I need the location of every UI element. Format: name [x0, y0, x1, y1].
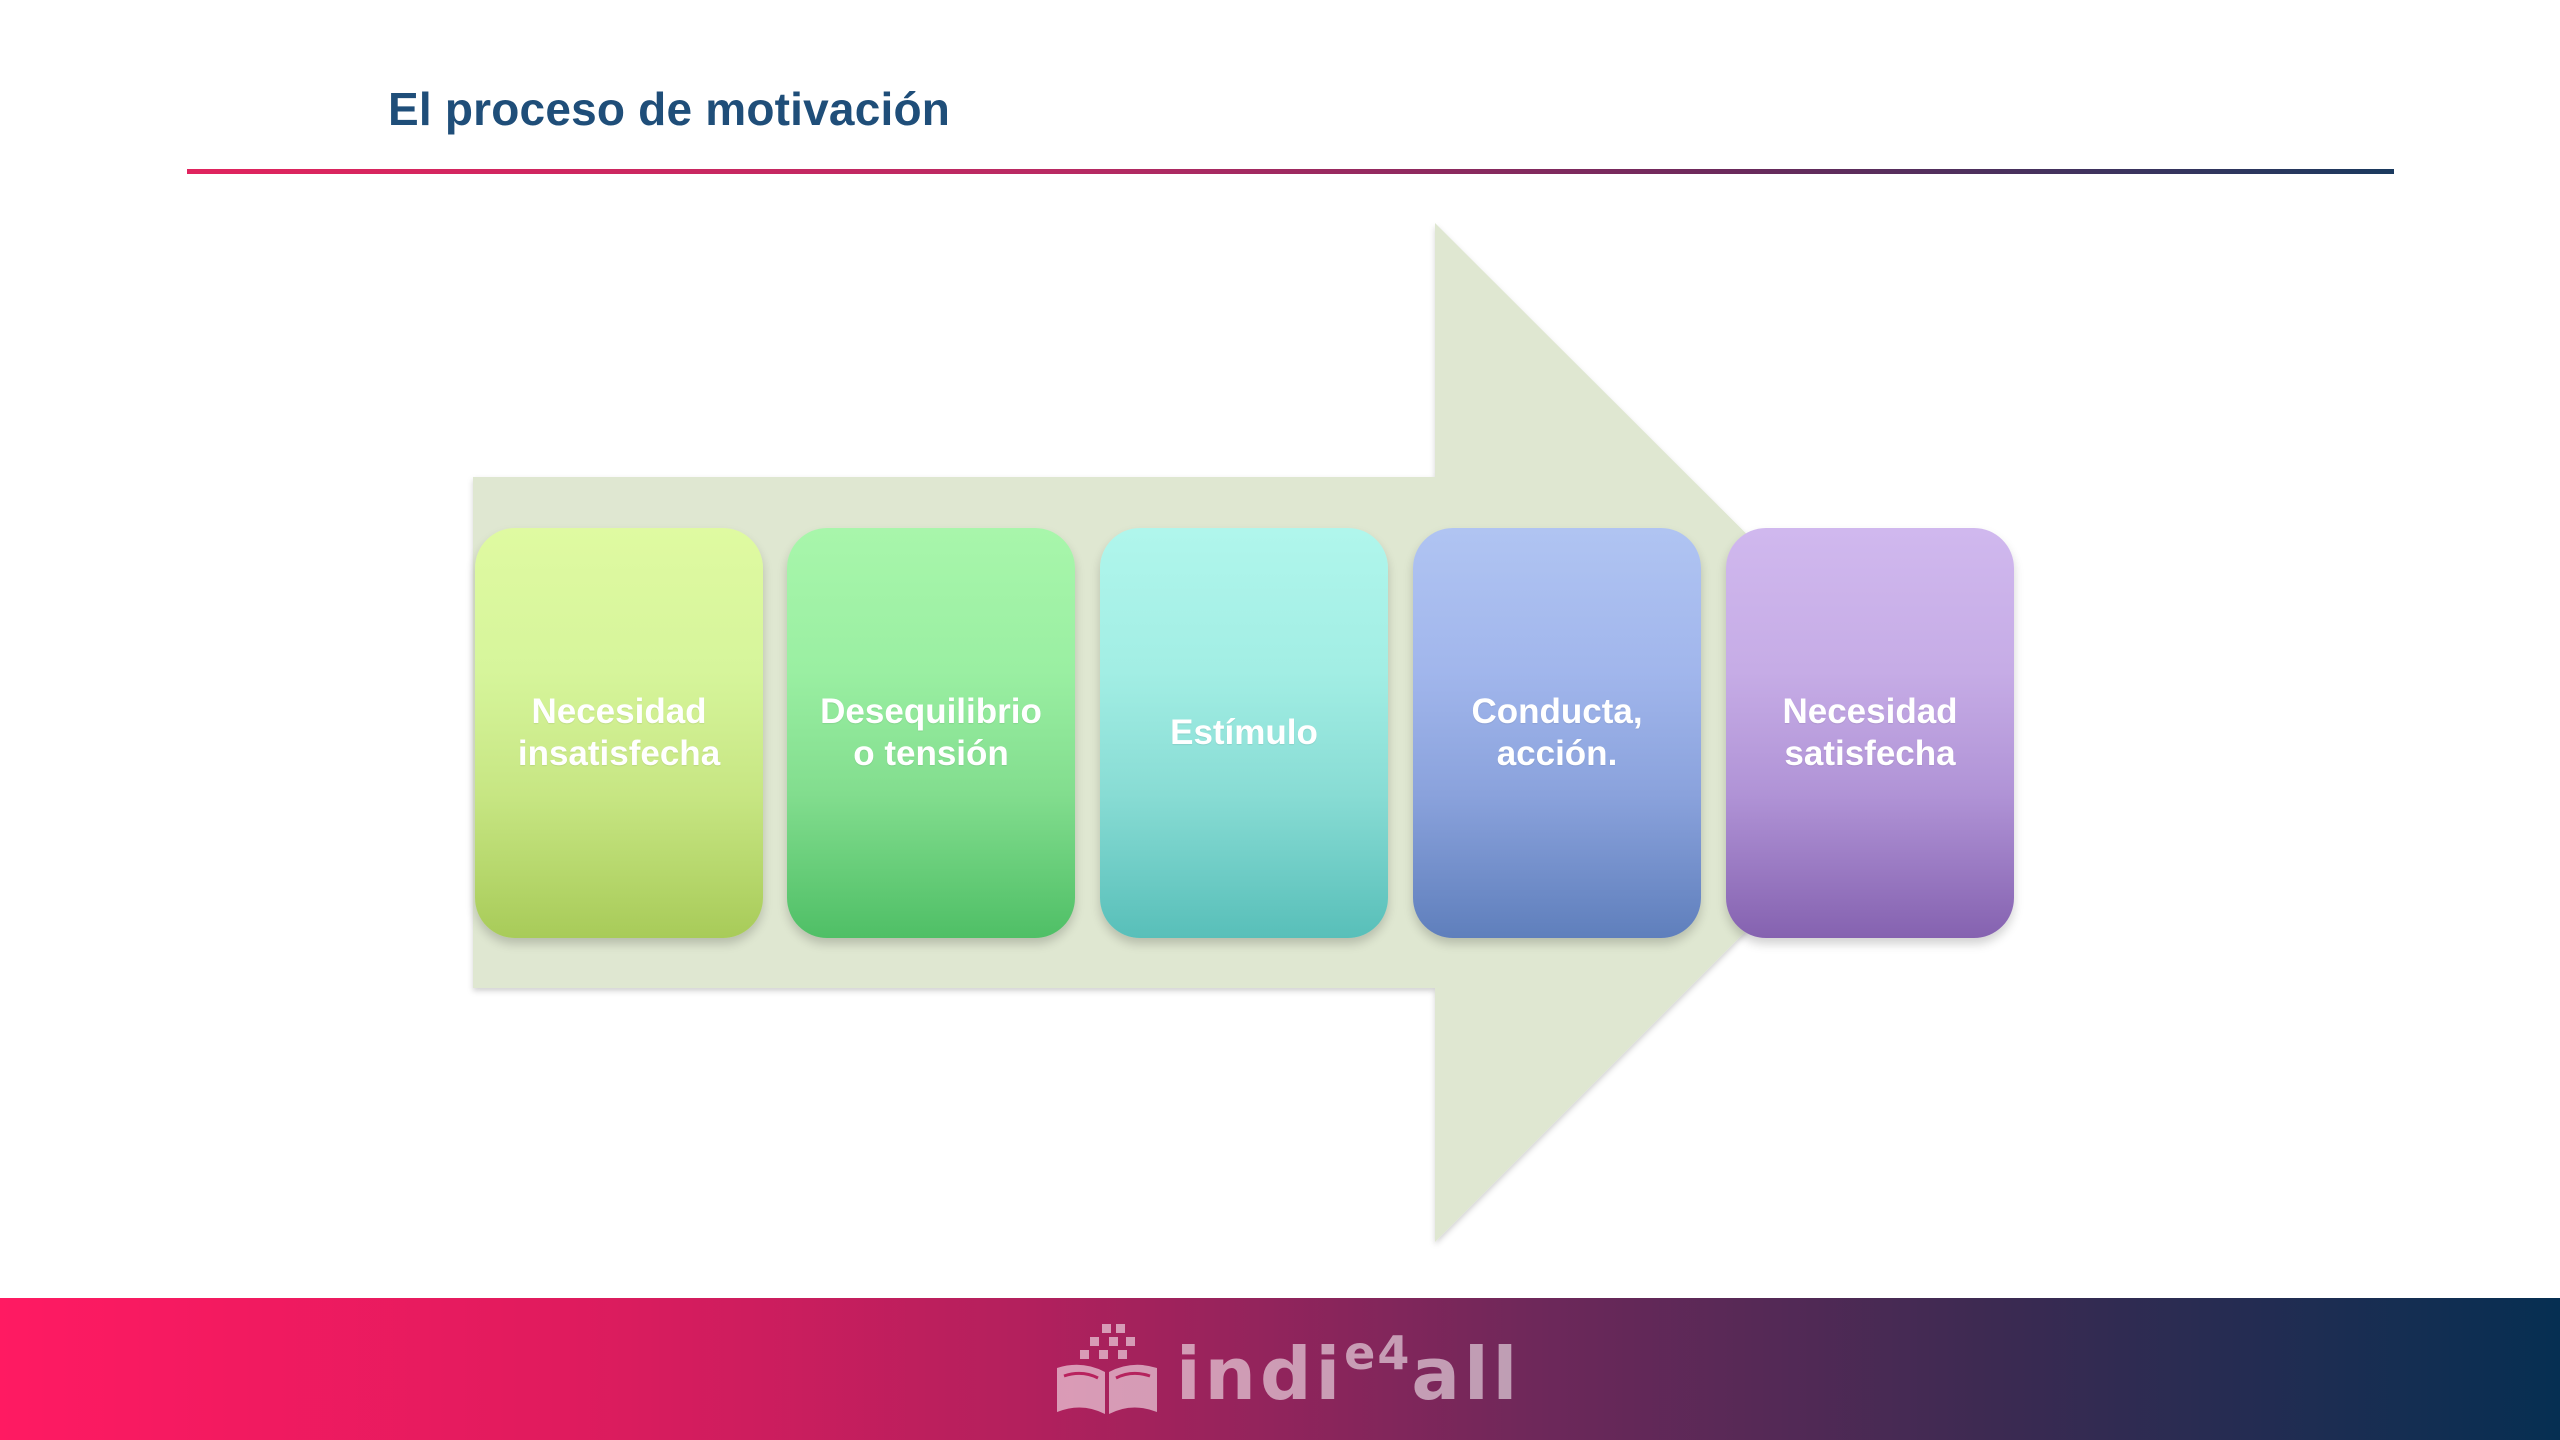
- step-label-4: Conducta, acción.: [1471, 692, 1643, 773]
- book-pixels-icon: [1057, 1324, 1157, 1414]
- step-card-2: Desequilibrio o tensión: [787, 528, 1075, 938]
- step-label-5: Necesidad satisfecha: [1782, 692, 1958, 773]
- step-card-5: Necesidad satisfecha: [1726, 528, 2014, 938]
- logo-wordmark: indie4all: [1176, 1326, 1522, 1416]
- step-label-3: Estímulo: [1170, 713, 1318, 752]
- step-label-2: Desequilibrio o tensión: [820, 692, 1042, 773]
- page-title: El proceso de motivación: [388, 83, 951, 135]
- step-card-4: Conducta, acción.: [1413, 528, 1701, 938]
- title-divider: [187, 169, 2394, 174]
- indie4all-logo: indie4all: [1052, 1310, 1521, 1430]
- step-card-1: Necesidad insatisfecha: [475, 528, 763, 938]
- step-label-1: Necesidad insatisfecha: [517, 692, 721, 773]
- step-card-3: Estímulo: [1100, 528, 1388, 938]
- footer-bar: [0, 1298, 2560, 1440]
